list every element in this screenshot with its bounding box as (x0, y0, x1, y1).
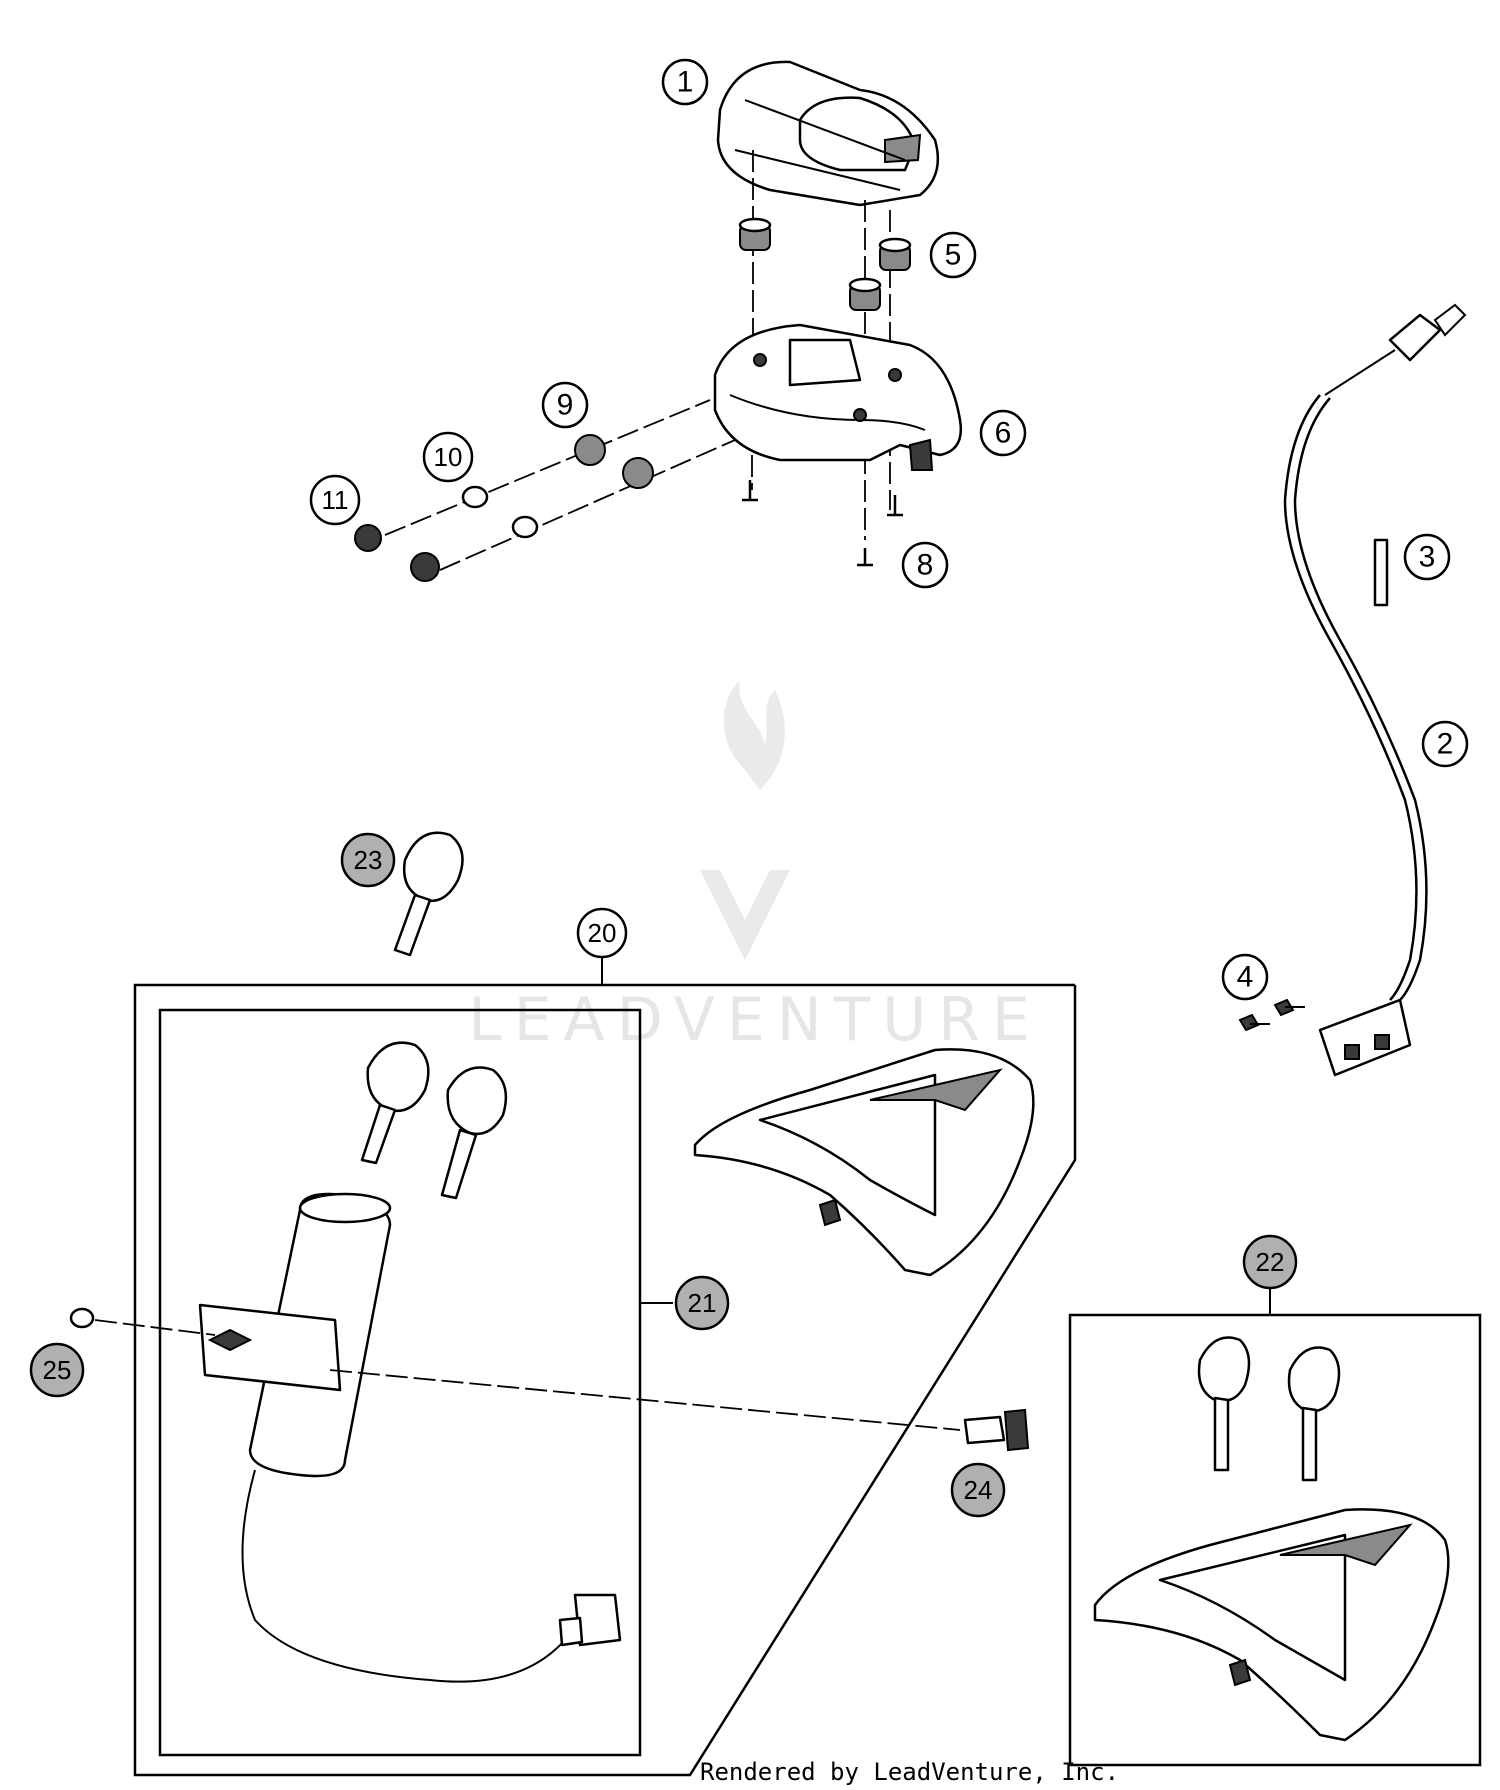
screw-part-24 (963, 1408, 1030, 1452)
callout-2: 2 (1421, 720, 1469, 768)
svg-text:1: 1 (677, 66, 694, 99)
render-credit: Rendered by LeadVenture, Inc. (700, 1758, 1119, 1786)
key-pair-in-box-22 (1197, 1336, 1341, 1482)
svg-text:25: 25 (43, 1355, 72, 1385)
svg-text:21: 21 (688, 1288, 717, 1318)
kit-box-20 (133, 983, 1077, 1777)
callout-20: 20 (576, 907, 628, 959)
sensor-screw-parts (1238, 998, 1305, 1032)
key-part-23 (393, 831, 464, 957)
callout-4: 4 (1221, 953, 1269, 1001)
svg-text:9: 9 (557, 389, 574, 422)
svg-text:24: 24 (964, 1475, 993, 1505)
cover-part-box-20 (693, 1048, 1035, 1277)
speed-sensor-cable-part (1283, 303, 1467, 1077)
svg-text:4: 4 (1237, 961, 1254, 994)
callout-8: 8 (901, 541, 949, 589)
watermark-text: LEADVENTURE (468, 985, 1042, 1055)
callout-24: 24 (950, 1462, 1006, 1518)
cable-strap-part (1373, 538, 1389, 607)
callout-6: 6 (979, 409, 1027, 457)
svg-text:11: 11 (322, 485, 349, 515)
callout-25: 25 (29, 1342, 85, 1398)
callout-10: 10 (422, 431, 474, 483)
svg-text:22: 22 (1256, 1247, 1285, 1277)
fastener-parts (354, 399, 736, 582)
ignition-lock-part (198, 1192, 622, 1683)
callout-11: 11 (309, 474, 361, 526)
callout-23: 23 (340, 832, 396, 888)
leadventure-watermark: LEADVENTURE (468, 680, 1042, 1055)
callout-22: 22 (1242, 1234, 1298, 1290)
svg-text:3: 3 (1419, 541, 1436, 574)
svg-text:5: 5 (945, 239, 962, 272)
callout-3: 3 (1403, 533, 1451, 581)
callout-5: 5 (929, 231, 977, 279)
svg-text:6: 6 (995, 417, 1012, 450)
svg-text:8: 8 (917, 549, 934, 582)
svg-text:2: 2 (1437, 728, 1454, 761)
grommet-parts (738, 217, 912, 311)
washer-part-25 (69, 1307, 95, 1329)
kit-box-22 (1068, 1313, 1482, 1767)
bracket-bolt-parts (742, 480, 903, 567)
svg-text:20: 20 (588, 918, 617, 948)
svg-text:10: 10 (434, 442, 463, 472)
callout-21: 21 (674, 1275, 730, 1331)
cluster-bracket-part (713, 323, 963, 471)
kit-box-21 (158, 1008, 642, 1757)
cover-part-box-22 (1093, 1508, 1450, 1742)
instrument-cluster-part (716, 60, 940, 207)
callout-9: 9 (541, 381, 589, 429)
key-pair-in-box-21 (360, 1041, 508, 1200)
callout-1: 1 (661, 58, 709, 106)
svg-text:23: 23 (354, 845, 383, 875)
